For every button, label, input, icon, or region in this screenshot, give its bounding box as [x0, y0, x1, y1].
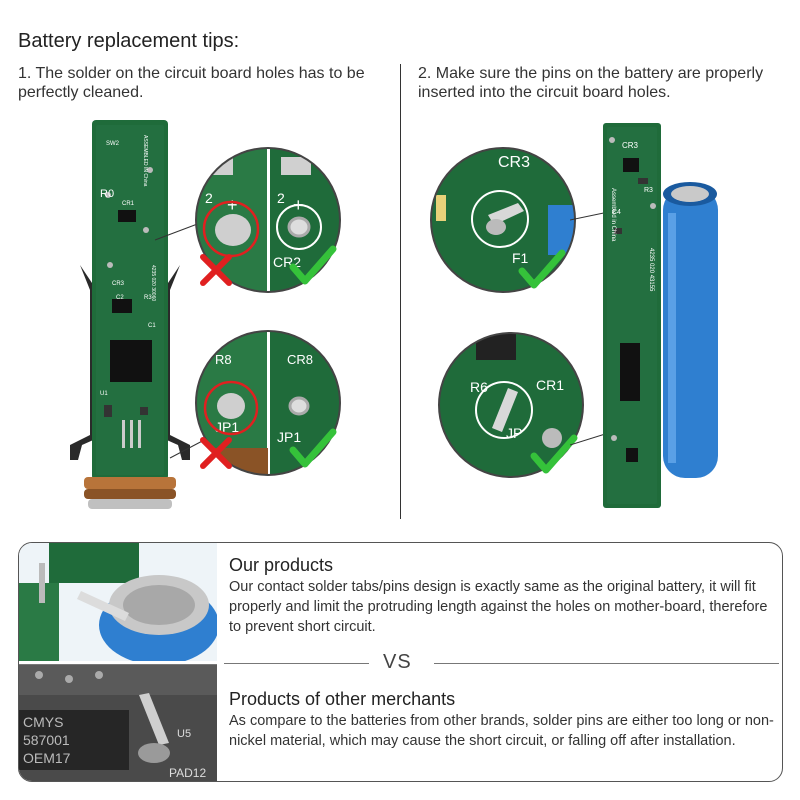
right-board-label-r3: R3 — [644, 187, 653, 194]
board-label-r3: R3 — [144, 295, 152, 301]
zoom-pin-inserted-top: CR3 F1 — [428, 145, 578, 295]
thumb-label-pad12: PAD12 — [169, 766, 206, 780]
our-products-description: Our contact solder tabs/pins design is e… — [229, 579, 768, 635]
zoom-label-2-left: 2 — [205, 190, 213, 206]
zoom-label-jp1-right: JP1 — [277, 429, 301, 445]
tip-2-text: 2. Make sure the pins on the battery are… — [418, 65, 764, 101]
vs-label: VS — [383, 651, 412, 673]
other-merchants-title: Products of other merchants — [229, 689, 456, 709]
thumb-label-cmys: CMYS — [23, 714, 63, 730]
right-board-assembled-text: Assembled in China — [610, 188, 616, 242]
other-merchants-description: As compare to the batteries from other b… — [229, 713, 774, 749]
right-board-with-battery-photo: CR3 R3 C4 4235 020 43155 Assembled in Ch… — [598, 118, 728, 518]
check-mark-icon — [289, 245, 337, 285]
tip-1-text: 1. The solder on the circuit board holes… — [18, 65, 365, 101]
page-title: Battery replacement tips: — [18, 30, 240, 52]
thumb-label-oem17: OEM17 — [23, 750, 71, 766]
thumb-label-587001: 587001 — [23, 732, 70, 748]
board-label-cr3: CR3 — [112, 281, 125, 287]
vs-divider-left — [224, 663, 369, 664]
thumb-divider — [19, 664, 217, 665]
board-assembled-text: ASSEMBLED IN China — [142, 135, 148, 187]
thumb-label-u5: U5 — [177, 728, 191, 740]
board-label-sw2: SW2 — [106, 141, 120, 147]
board-label-r0: R0 — [100, 188, 114, 200]
zoom-label-r6: R6 — [470, 379, 488, 395]
right-board-label-c4: C4 — [612, 209, 621, 216]
board-label-cr1: CR1 — [122, 201, 135, 207]
cross-mark-icon — [200, 437, 232, 469]
our-products-title: Our products — [229, 555, 334, 575]
zoom-label-2-right: 2 — [277, 190, 285, 206]
zoom-label-r8: R8 — [215, 352, 232, 367]
vertical-divider — [400, 64, 401, 519]
check-mark-icon — [530, 434, 578, 474]
right-board-serial-text: 4235 020 43155 — [648, 248, 654, 292]
vs-divider-right — [434, 663, 779, 664]
left-circuit-board-photo: R0 SW2 CR1 CR3 C2 R3 C1 U1 4235 020 3006… — [60, 115, 200, 515]
board-label-u1: U1 — [100, 391, 108, 397]
right-board-label-cr3: CR3 — [622, 141, 639, 150]
other-product-photo: CMYS 587001 OEM17 U5 PAD12 — [19, 665, 217, 781]
check-mark-icon — [289, 428, 337, 468]
zoom-solder-holes-bottom: R8 CR8 JP1 JP1 — [193, 328, 343, 478]
board-label-c2: C2 — [116, 295, 124, 301]
zoom-label-cr8: CR8 — [287, 352, 313, 367]
our-product-photo — [19, 543, 219, 665]
check-mark-icon — [518, 249, 566, 289]
zoom-label-f1-right: F1 — [512, 250, 529, 266]
board-label-c1: C1 — [148, 323, 156, 329]
board-serial-text: 4235 020 30060 — [150, 265, 156, 301]
zoom-label-plus-left: + — [227, 195, 238, 215]
zoom-solder-holes-top: 2 + 2 + CR2 F1 — [193, 145, 343, 295]
zoom-label-cr3: CR3 — [498, 154, 530, 171]
zoom-label-cr1: CR1 — [536, 377, 564, 393]
cross-mark-icon — [200, 254, 232, 286]
zoom-pin-inserted-bottom: R6 CR1 JP — [436, 330, 586, 480]
comparison-box: Our products Our contact solder tabs/pin… — [18, 542, 783, 782]
